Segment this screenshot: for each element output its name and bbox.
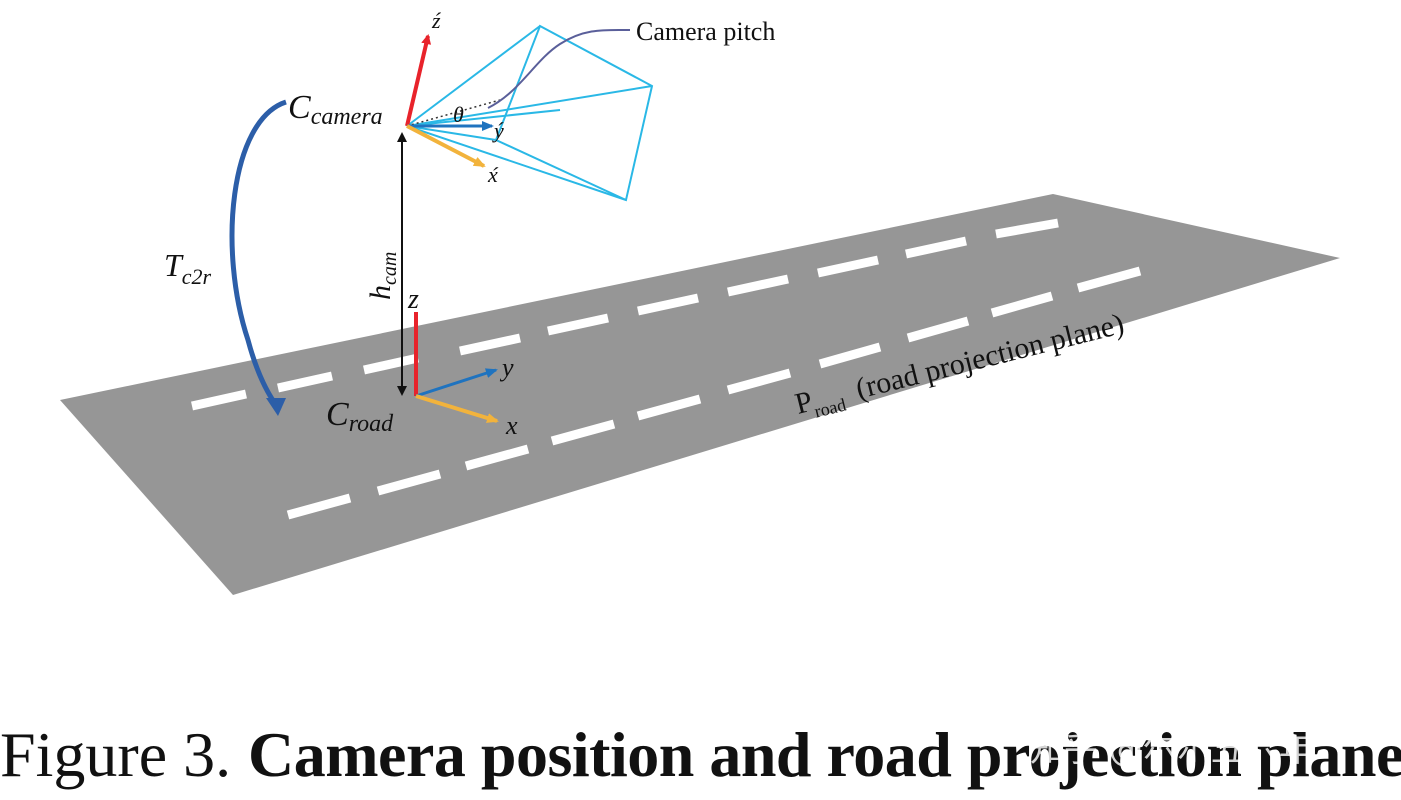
transform-label: Tc2r — [164, 247, 212, 289]
watermark: 知乎 @尔尔五六年 — [1030, 730, 1313, 770]
camera-frustum — [406, 24, 654, 202]
camera-pitch-label: Camera pitch — [636, 17, 775, 46]
camera-pitch-leader — [487, 28, 631, 109]
figure-caption: Figure 3. Camera position and road proje… — [0, 718, 1401, 800]
lane-marking-upper — [191, 218, 1059, 411]
road-plane — [60, 194, 1340, 595]
camera-axis-x-label: x́ — [487, 162, 499, 187]
transform-arrow — [229, 99, 287, 404]
road-axis-y-label: y — [499, 353, 514, 382]
figure-title: Camera position and road projection plan… — [248, 719, 1401, 790]
road-axis-x-label: x — [505, 411, 518, 440]
lane-marking-lower — [286, 266, 1142, 520]
figure-label: Figure 3. — [0, 719, 232, 790]
camera-z-axis — [405, 34, 432, 127]
camera-frame-label: Ccamera — [288, 89, 383, 130]
road-y-axis — [415, 368, 498, 398]
camera-axis-y-label: ý — [492, 118, 504, 143]
transform-arrow-head — [266, 398, 286, 416]
road-axis-z-label: z — [407, 284, 419, 315]
camera-x-axis — [406, 124, 486, 168]
road-frame-label: Croad — [326, 396, 394, 437]
pitch-angle-symbol: θ — [453, 102, 464, 127]
camera-axis-z-label: ź — [431, 8, 442, 33]
height-label: hcam — [364, 252, 401, 300]
road-x-axis — [415, 394, 499, 423]
pitch-reference-line — [406, 99, 501, 127]
